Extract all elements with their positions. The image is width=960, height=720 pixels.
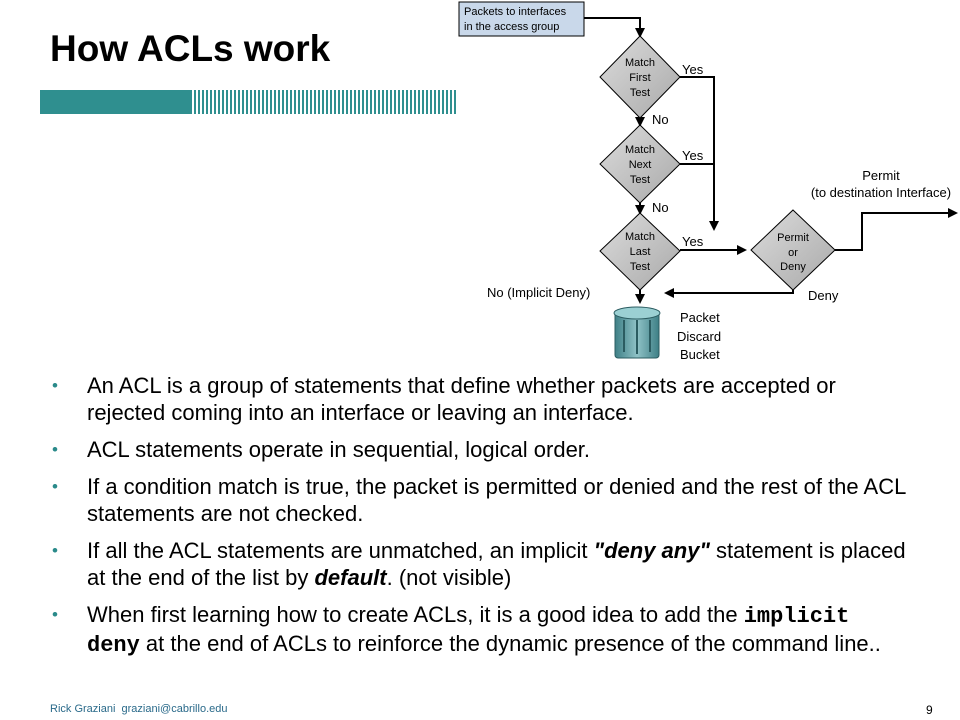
bullet-text: An ACL is a group of statements that def… <box>87 373 836 425</box>
yes-label-1: Yes <box>682 62 704 77</box>
bullet-text: If a condition match is true, the packet… <box>87 474 906 526</box>
bullet-text-pre: If all the ACL statements are unmatched,… <box>87 538 594 563</box>
svg-text:Match: Match <box>625 144 655 156</box>
deny-any-emphasis: "deny any" <box>593 538 710 563</box>
deny-label: Deny <box>808 288 839 303</box>
slide-title: How ACLs work <box>50 28 331 69</box>
permit-label: Permit <box>862 168 900 183</box>
no-label-1: No <box>652 112 669 127</box>
start-box-line1: Packets to interfaces <box>464 6 567 18</box>
no-label-2: No <box>652 200 669 215</box>
implicit-deny-label: No (Implicit Deny) <box>487 285 590 300</box>
trash-can-icon <box>613 306 661 359</box>
svg-text:Match: Match <box>625 57 655 69</box>
start-box: Packets to interfaces in the access grou… <box>458 1 585 37</box>
bucket-label-2: Discard <box>677 329 721 344</box>
svg-text:Test: Test <box>630 87 650 99</box>
bullet-list: • An ACL is a group of statements that d… <box>52 372 912 669</box>
bullet-item: • ACL statements operate in sequential, … <box>52 436 912 463</box>
bullet-icon: • <box>52 477 58 496</box>
page-number: 9 <box>926 703 933 717</box>
yes-label-2: Yes <box>682 148 704 163</box>
title-decoration-band <box>40 90 456 114</box>
footer-author: Rick Graziani <box>50 703 116 715</box>
footer-credit: Rick Graziani graziani@cabrillo.edu <box>50 703 227 715</box>
yes-label-3: Yes <box>682 234 704 249</box>
bullet-icon: • <box>52 605 58 624</box>
decision-next-test: Match Next Test <box>599 124 681 204</box>
svg-text:Next: Next <box>629 159 652 171</box>
bullet-item: • If a condition match is true, the pack… <box>52 473 912 527</box>
bullet-item: • When first learning how to create ACLs… <box>52 601 912 659</box>
implicit-deny-code: implicit deny <box>87 604 850 658</box>
bullet-icon: • <box>52 541 58 560</box>
svg-text:Test: Test <box>630 261 650 273</box>
bullet-text-mid: statement is placed at the end of the li… <box>87 538 906 590</box>
bullet-icon: • <box>52 376 58 395</box>
svg-text:or: or <box>788 247 798 259</box>
decision-first-test: Match First Test <box>599 35 681 119</box>
default-emphasis: default <box>314 565 387 590</box>
svg-text:Test: Test <box>630 174 650 186</box>
bullet-icon: • <box>52 440 58 459</box>
acl-flowchart: Packets to interfaces in the access grou… <box>458 1 958 362</box>
bullet-item: • If all the ACL statements are unmatche… <box>52 537 912 591</box>
bucket-label-1: Packet <box>680 310 720 325</box>
decision-last-test: Match Last Test <box>599 212 681 291</box>
bullet-text-pre: When first learning how to create ACLs, … <box>87 602 744 627</box>
footer-email[interactable]: graziani@cabrillo.edu <box>121 703 228 715</box>
start-box-line2: in the access group <box>464 21 559 33</box>
svg-text:Permit: Permit <box>777 232 809 244</box>
svg-text:First: First <box>629 72 650 84</box>
bullet-item: • An ACL is a group of statements that d… <box>52 372 912 426</box>
decision-permit-or-deny: Permit or Deny <box>750 209 836 291</box>
bullet-text-post: . (not visible) <box>386 565 512 590</box>
svg-text:Last: Last <box>630 246 651 258</box>
bullet-text-post: at the end of ACLs to reinforce the dyna… <box>139 631 881 656</box>
bullet-text: ACL statements operate in sequential, lo… <box>87 437 591 462</box>
svg-text:Match: Match <box>625 231 655 243</box>
permit-destination-label: (to destination Interface) <box>811 185 951 200</box>
svg-text:Deny: Deny <box>780 261 806 273</box>
bucket-label-3: Bucket <box>680 347 720 362</box>
